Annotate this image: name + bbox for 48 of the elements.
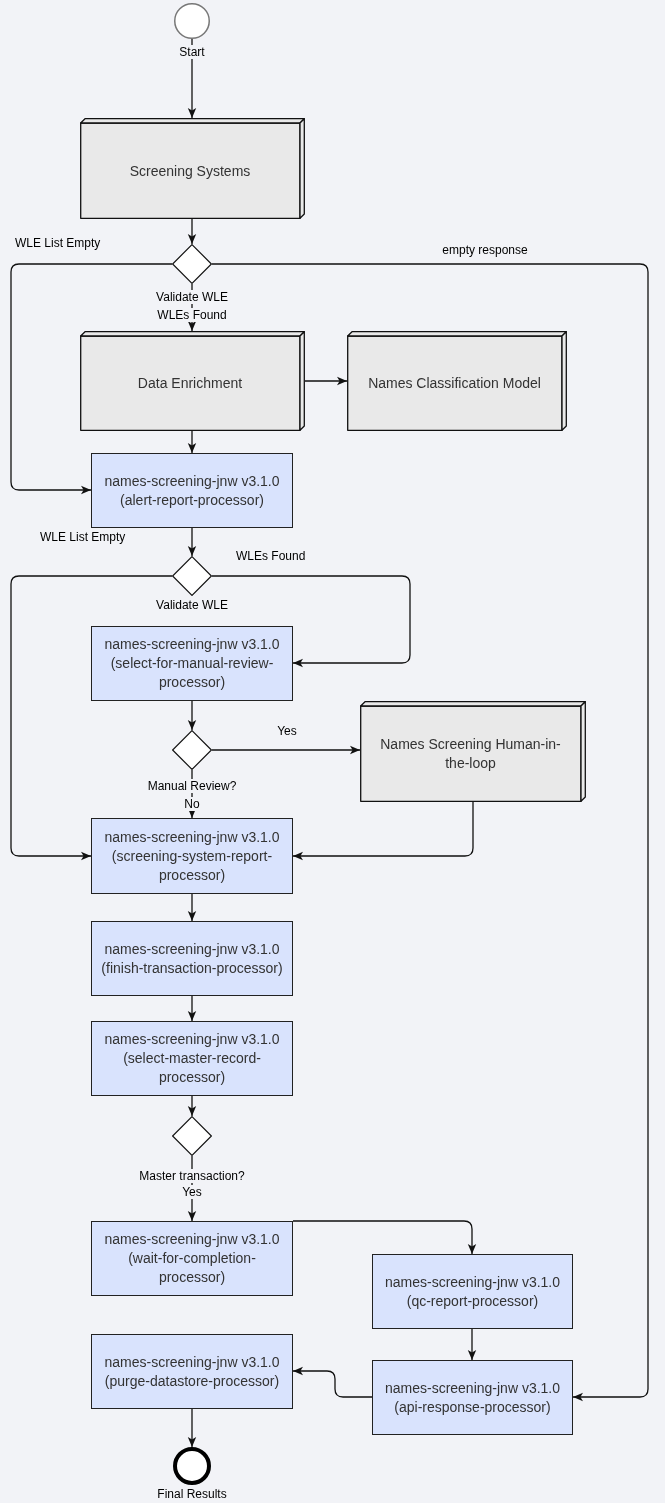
decision-label: Manual Review? <box>145 779 239 793</box>
arrow <box>10 263 173 495</box>
arrow <box>304 376 348 386</box>
arrow <box>467 1328 477 1361</box>
arrow <box>292 1220 477 1255</box>
process-box: names-screening-jnw v3.1.0 (wait-for-completion-processor) <box>91 1221 293 1296</box>
decision-label: Validate WLE <box>154 290 230 304</box>
edge-label: WLEs Found <box>155 308 229 322</box>
arrow <box>187 995 197 1022</box>
node-caption: Start <box>177 45 207 59</box>
edge-label: empty response <box>442 243 528 257</box>
edge-label: No <box>182 797 202 811</box>
decision-diamond <box>172 244 212 284</box>
edge-label: Yes <box>277 724 297 738</box>
arrow <box>211 575 411 668</box>
process-box: names-screening-jnw v3.1.0 (qc-report-processor) <box>372 1254 573 1329</box>
edge-label: Yes <box>180 1185 204 1199</box>
arrow <box>187 218 197 245</box>
decision-diamond <box>172 730 212 770</box>
edge-label: WLE List Empty <box>15 236 101 250</box>
process-box: names-screening-jnw v3.1.0 (select-master-record-processor) <box>91 1021 293 1096</box>
arrow <box>292 801 474 861</box>
arrow <box>292 1366 373 1398</box>
arrow <box>187 527 197 557</box>
decision-label: Master transaction? <box>137 1169 247 1183</box>
arrow <box>187 38 197 119</box>
arrow <box>187 1095 197 1117</box>
edge-label: WLE List Empty <box>40 530 126 544</box>
process-box: names-screening-jnw v3.1.0 (alert-report-processor) <box>91 453 293 528</box>
arrow <box>211 745 361 755</box>
process-box: names-screening-jnw v3.1.0 (api-response-processor) <box>372 1360 573 1435</box>
node-caption: Final Results <box>157 1487 227 1501</box>
arrow <box>10 575 173 861</box>
decision-diamond <box>172 1116 212 1156</box>
end-circle <box>173 1447 211 1485</box>
arrow <box>187 430 197 454</box>
process-box: names-screening-jnw v3.1.0 (screening-system-report-processor) <box>91 818 293 894</box>
arrow <box>211 263 649 1402</box>
arrow <box>187 700 197 731</box>
process-box: names-screening-jnw v3.1.0 (purge-datastore-processor) <box>91 1334 293 1409</box>
decision-diamond <box>172 556 212 596</box>
process-box: names-screening-jnw v3.1.0 (finish-transaction-processor) <box>91 921 293 996</box>
arrow <box>187 893 197 922</box>
decision-label: Validate WLE <box>156 598 228 612</box>
process-box: names-screening-jnw v3.1.0 (select-for-manual-review-processor) <box>91 626 293 701</box>
arrow <box>187 1408 197 1448</box>
start-circle <box>174 3 210 39</box>
edge-label: WLEs Found <box>236 549 306 563</box>
